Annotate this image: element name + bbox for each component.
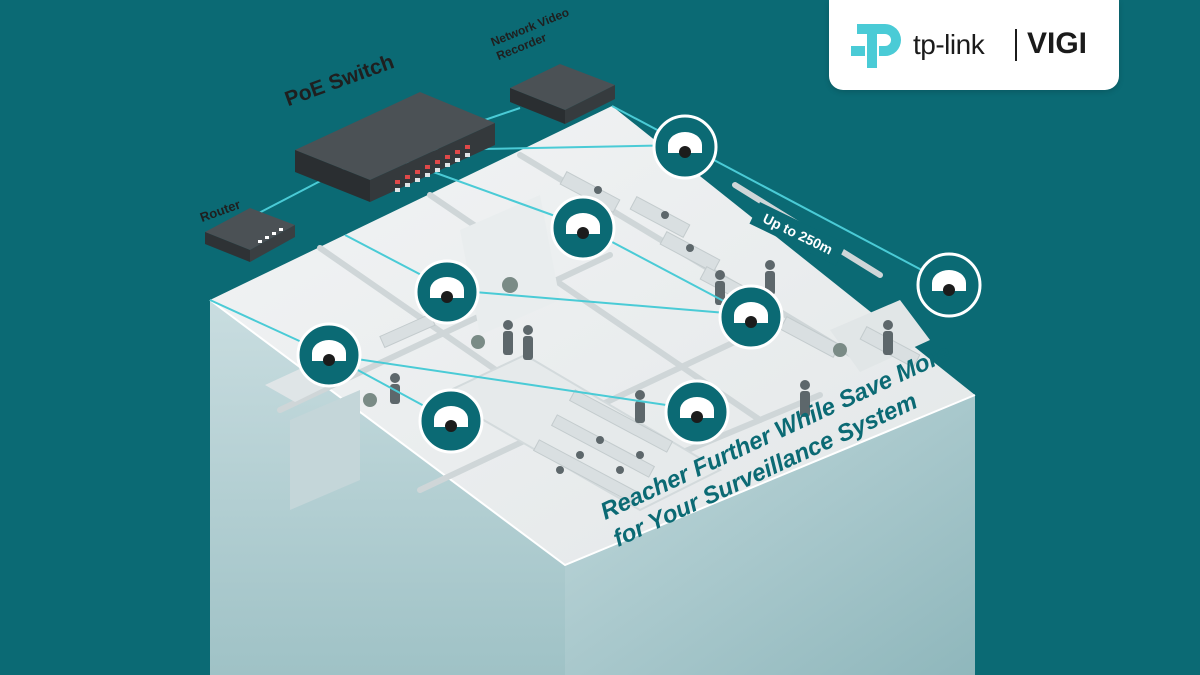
camera-icon: [414, 259, 480, 325]
tp-link-logo-icon: [851, 24, 901, 68]
desks: [379, 171, 921, 503]
plants: [363, 277, 847, 407]
people: [390, 186, 893, 474]
logo-card: tp-link VIGI: [829, 0, 1119, 90]
logo-divider: [1015, 29, 1017, 61]
product-line: VIGI: [1027, 27, 1088, 60]
nvr-device-icon: [510, 64, 615, 124]
camera-icon: [916, 252, 982, 318]
camera-icon: [296, 322, 362, 388]
network-switch-icon: [295, 92, 495, 202]
cameras: [296, 114, 982, 454]
router-device-icon: [205, 208, 295, 262]
office-floor: [210, 106, 975, 565]
camera-icon: [718, 284, 784, 350]
camera-icon: [418, 388, 484, 454]
building-right-face: [565, 395, 975, 675]
camera-icon: [664, 379, 730, 445]
camera-icon: [550, 195, 616, 261]
brand-name: tp-link: [913, 29, 985, 60]
camera-icon: [652, 114, 718, 180]
